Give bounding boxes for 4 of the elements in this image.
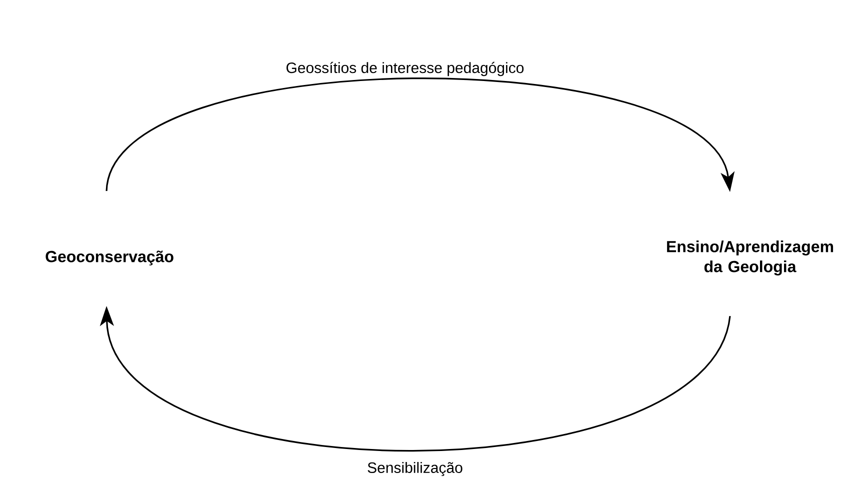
concept-label: Geoconservação — [46, 250, 174, 266]
edge-label: Geossítios de interesse pedagógico — [286, 62, 524, 76]
concept-label: Ensino/Aprendizagem da Geologia — [667, 240, 834, 276]
edge-label: Sensibilização — [368, 462, 462, 476]
